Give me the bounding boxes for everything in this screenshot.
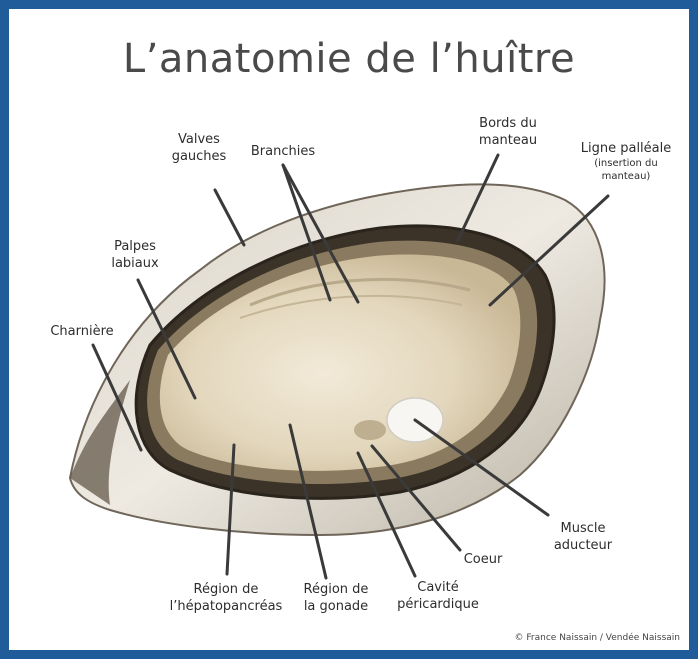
label-bords-du-manteau: Bords du manteau	[470, 115, 546, 149]
label-region-hepatopancreas: Région de l’hépatopancréas	[156, 581, 296, 615]
label-cavite-pericardique: Cavité péricardique	[388, 579, 488, 613]
label-region-gonade: Région de la gonade	[293, 581, 379, 615]
pericardial-cavity	[354, 420, 386, 440]
copyright-credit: © France Naissain / Vendée Naissain	[515, 633, 680, 643]
leader-valves	[215, 190, 244, 245]
label-muscle-aducteur: Muscle aducteur	[548, 520, 618, 554]
label-ligne-palleale: Ligne palléale (insertion du manteau)	[574, 140, 678, 183]
label-palpes-labiaux: Palpes labiaux	[100, 238, 170, 272]
label-valves-gauches: Valves gauches	[167, 131, 231, 165]
label-branchies: Branchies	[240, 143, 326, 160]
label-charniere: Charnière	[42, 323, 122, 340]
label-coeur: Coeur	[455, 551, 511, 568]
